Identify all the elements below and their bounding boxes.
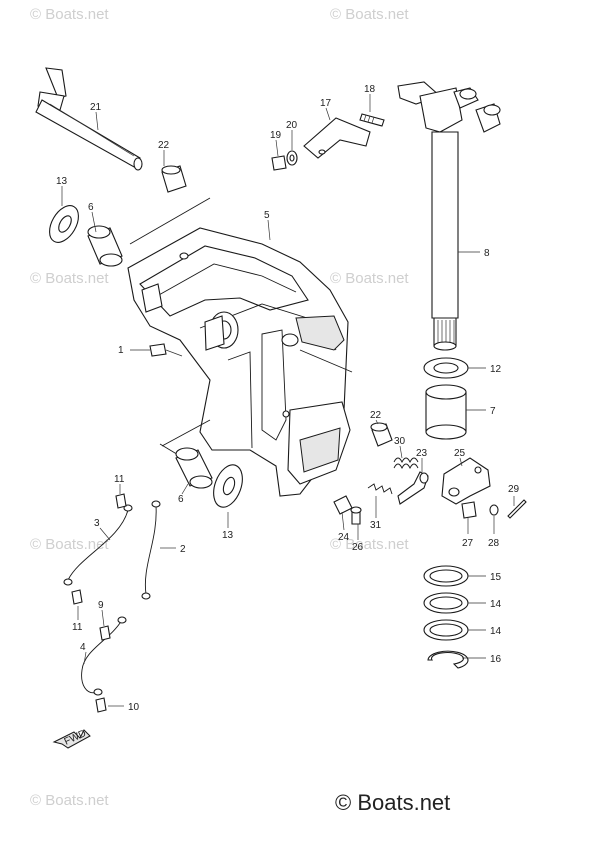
- label-8: 8: [484, 248, 490, 259]
- part-23-lever: [397, 471, 429, 505]
- label-27: 27: [462, 538, 474, 549]
- label-25: 25: [454, 448, 466, 459]
- label-31: 31: [370, 520, 382, 531]
- part-10-bolt: [95, 697, 107, 713]
- part-3-lead-wire: [63, 504, 133, 586]
- front-arrow-icon: FWD: [52, 728, 91, 749]
- label-19: 19: [270, 130, 282, 141]
- part-17-plate: [303, 117, 371, 159]
- part-7-bushing: [425, 384, 467, 440]
- label-10: 10: [128, 702, 140, 713]
- label-1: 1: [118, 345, 124, 356]
- label-5: 5: [264, 210, 270, 221]
- watermark: © Boats.net: [30, 270, 109, 287]
- part-20-washer: [286, 150, 298, 166]
- part-14-ring-a: [423, 592, 469, 614]
- part-22-bushing-top: [161, 165, 187, 193]
- part-8-steering-shaft: [397, 81, 501, 351]
- watermark: © Boats.net: [330, 6, 409, 23]
- part-18-screw: [359, 113, 385, 127]
- part-19-nut: [271, 155, 287, 171]
- label-13: 13: [56, 176, 68, 187]
- part-6-bushing-top: [87, 225, 123, 267]
- label-12: 12: [490, 364, 502, 375]
- label-11: 11: [72, 622, 83, 633]
- part-11-bolt-lower: [71, 589, 83, 605]
- part-9-bolt: [99, 625, 111, 641]
- watermark: © Boats.net: [330, 536, 409, 553]
- label-2: 2: [180, 544, 186, 555]
- part-22-bushing-lower: [370, 422, 393, 447]
- part-13-washer-lower: [213, 464, 243, 508]
- part-21-shaft: [35, 67, 143, 171]
- part-24-clip: [333, 495, 353, 515]
- part-14-ring-b: [423, 619, 469, 641]
- label-20: 20: [286, 120, 298, 131]
- part-28-washer: [489, 504, 499, 516]
- label-15: 15: [490, 572, 502, 583]
- part-12-washer: [423, 357, 469, 379]
- part-31-spring: [367, 483, 393, 495]
- label-11: 11: [114, 474, 125, 485]
- part-11-bolt-upper: [115, 493, 127, 509]
- label-16: 16: [490, 654, 502, 665]
- label-18: 18: [364, 84, 376, 95]
- part-1-bolt: [149, 343, 183, 357]
- part-6-bushing-lower: [175, 447, 213, 489]
- part-labels: 21 22 13 6 5 1 6 13 8 12 7 17 18 19 20 2…: [56, 84, 520, 713]
- label-13: 13: [222, 530, 234, 541]
- part-16-circlip: [427, 650, 469, 669]
- label-22: 22: [370, 410, 382, 421]
- label-6: 6: [88, 202, 94, 213]
- label-4: 4: [80, 642, 86, 653]
- label-14: 14: [490, 626, 502, 637]
- part-30-spring: [393, 457, 419, 470]
- label-21: 21: [90, 102, 102, 113]
- leader-lines: [61, 94, 515, 707]
- part-29-cotter-pin: [507, 499, 527, 519]
- label-23: 23: [416, 448, 428, 459]
- label-30: 30: [394, 436, 406, 447]
- front-arrow-text: FWD: [63, 728, 88, 748]
- part-15-ring: [423, 565, 469, 587]
- label-9: 9: [98, 600, 104, 611]
- part-27-nut: [461, 501, 477, 519]
- watermark: © Boats.net: [30, 536, 109, 553]
- label-26: 26: [352, 542, 364, 553]
- label-6: 6: [178, 494, 184, 505]
- part-2-lead-wire: [141, 500, 161, 600]
- label-24: 24: [338, 532, 350, 543]
- label-3: 3: [94, 518, 100, 529]
- label-29: 29: [508, 484, 520, 495]
- label-14: 14: [490, 599, 502, 610]
- label-17: 17: [320, 98, 332, 109]
- part-25-lock-lever: [441, 457, 491, 505]
- label-7: 7: [490, 406, 496, 417]
- label-22: 22: [158, 140, 170, 151]
- watermark: © Boats.net: [330, 270, 409, 287]
- label-28: 28: [488, 538, 500, 549]
- part-13-washer-top: [49, 205, 79, 243]
- part-5-swivel-bracket: [127, 197, 353, 497]
- watermark: © Boats.net: [30, 792, 109, 809]
- footer-copyright: © Boats.net: [335, 790, 451, 815]
- watermark: © Boats.net: [30, 6, 109, 23]
- part-26-screw: [350, 506, 362, 525]
